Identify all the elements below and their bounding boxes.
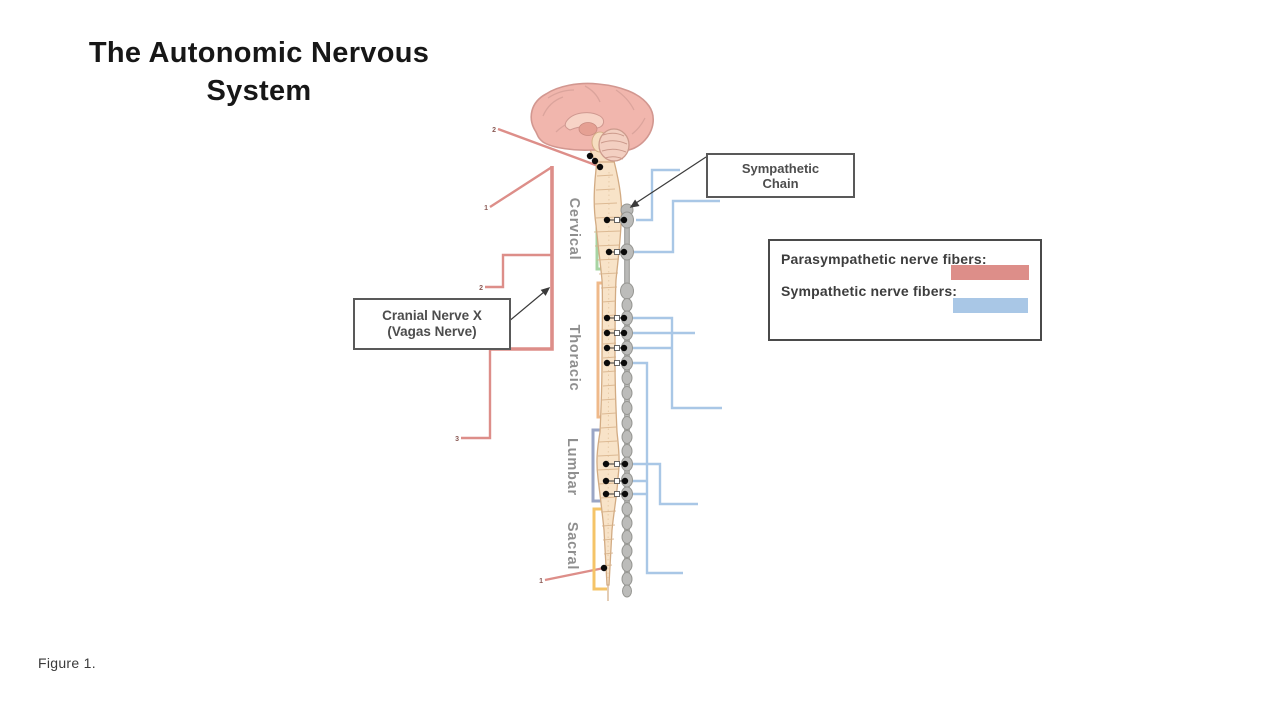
- legend-sympathetic-label: Sympathetic nerve fibers:: [781, 283, 958, 299]
- marker-brain-upper: 2: [492, 127, 496, 134]
- marker-vagus-branch: 2: [479, 285, 483, 292]
- parasympathetic-color-swatch: [951, 265, 1029, 280]
- region-label-thoracic: Thoracic: [566, 324, 582, 392]
- synapse-dots: [586, 152, 629, 572]
- connector-nodes: [614, 217, 620, 497]
- marker-brain-lower: 1: [484, 205, 488, 212]
- cranial-nerve-arrowhead: [540, 287, 551, 296]
- sympathetic-swatch-rect: [953, 298, 1028, 313]
- region-label-cervical: Cervical: [566, 197, 582, 261]
- sympathetic-fiber-lines: [626, 168, 722, 575]
- sympathetic-chain-callout-line2: Chain: [762, 175, 799, 191]
- lumbar-bracket: [591, 428, 605, 503]
- marker-vagus-end: 3: [455, 436, 459, 443]
- sympathetic-chain-arrowhead: [629, 199, 640, 208]
- legend-parasympathetic-label: Parasympathetic nerve fibers:: [781, 251, 987, 267]
- marker-sacral: 1: [539, 578, 543, 585]
- thalamus: [578, 122, 598, 136]
- sympathetic-chain: [620, 203, 634, 598]
- parasympathetic-swatch-rect: [951, 265, 1029, 280]
- cranial-nerve-arrow: [507, 291, 545, 323]
- page-title-line1: The Autonomic Nervous: [88, 37, 430, 69]
- cerebellum-folia: [600, 132, 628, 160]
- brain-illustration: [530, 82, 654, 163]
- legend: Parasympathetic nerve fibers: Sympatheti…: [768, 239, 1042, 341]
- sympathetic-chain-callout: Sympathetic Chain: [706, 153, 855, 198]
- cranial-nerve-callout-line2: (Vagas Nerve): [387, 324, 477, 339]
- region-label-sacral: Sacral: [564, 521, 580, 571]
- fiber-number-markers: 2 1 2 3 1: [455, 127, 543, 585]
- parasympathetic-fiber-lines: [461, 127, 605, 582]
- page-title: The Autonomic Nervous System: [44, 34, 474, 111]
- figure-caption: Figure 1.: [38, 655, 96, 671]
- sacral-bracket: [592, 507, 607, 591]
- sympathetic-chain-arrow: [635, 156, 707, 204]
- cerebrum-gyri: [542, 85, 646, 135]
- callout-arrows: [507, 156, 707, 323]
- cranial-nerve-callout: Cranial Nerve X (Vagas Nerve): [353, 298, 511, 350]
- sympathetic-color-swatch: [953, 298, 1028, 313]
- spinal-cord-midline: [607, 171, 610, 579]
- region-label-lumbar: Lumbar: [564, 438, 580, 496]
- rami-connectors: [606, 217, 625, 497]
- cranial-nerve-callout-line1: Cranial Nerve X: [382, 308, 482, 323]
- sympathetic-chain-callout-line1: Sympathetic: [741, 160, 820, 176]
- page-title-line2: System: [206, 75, 312, 108]
- cerebellum: [598, 128, 630, 162]
